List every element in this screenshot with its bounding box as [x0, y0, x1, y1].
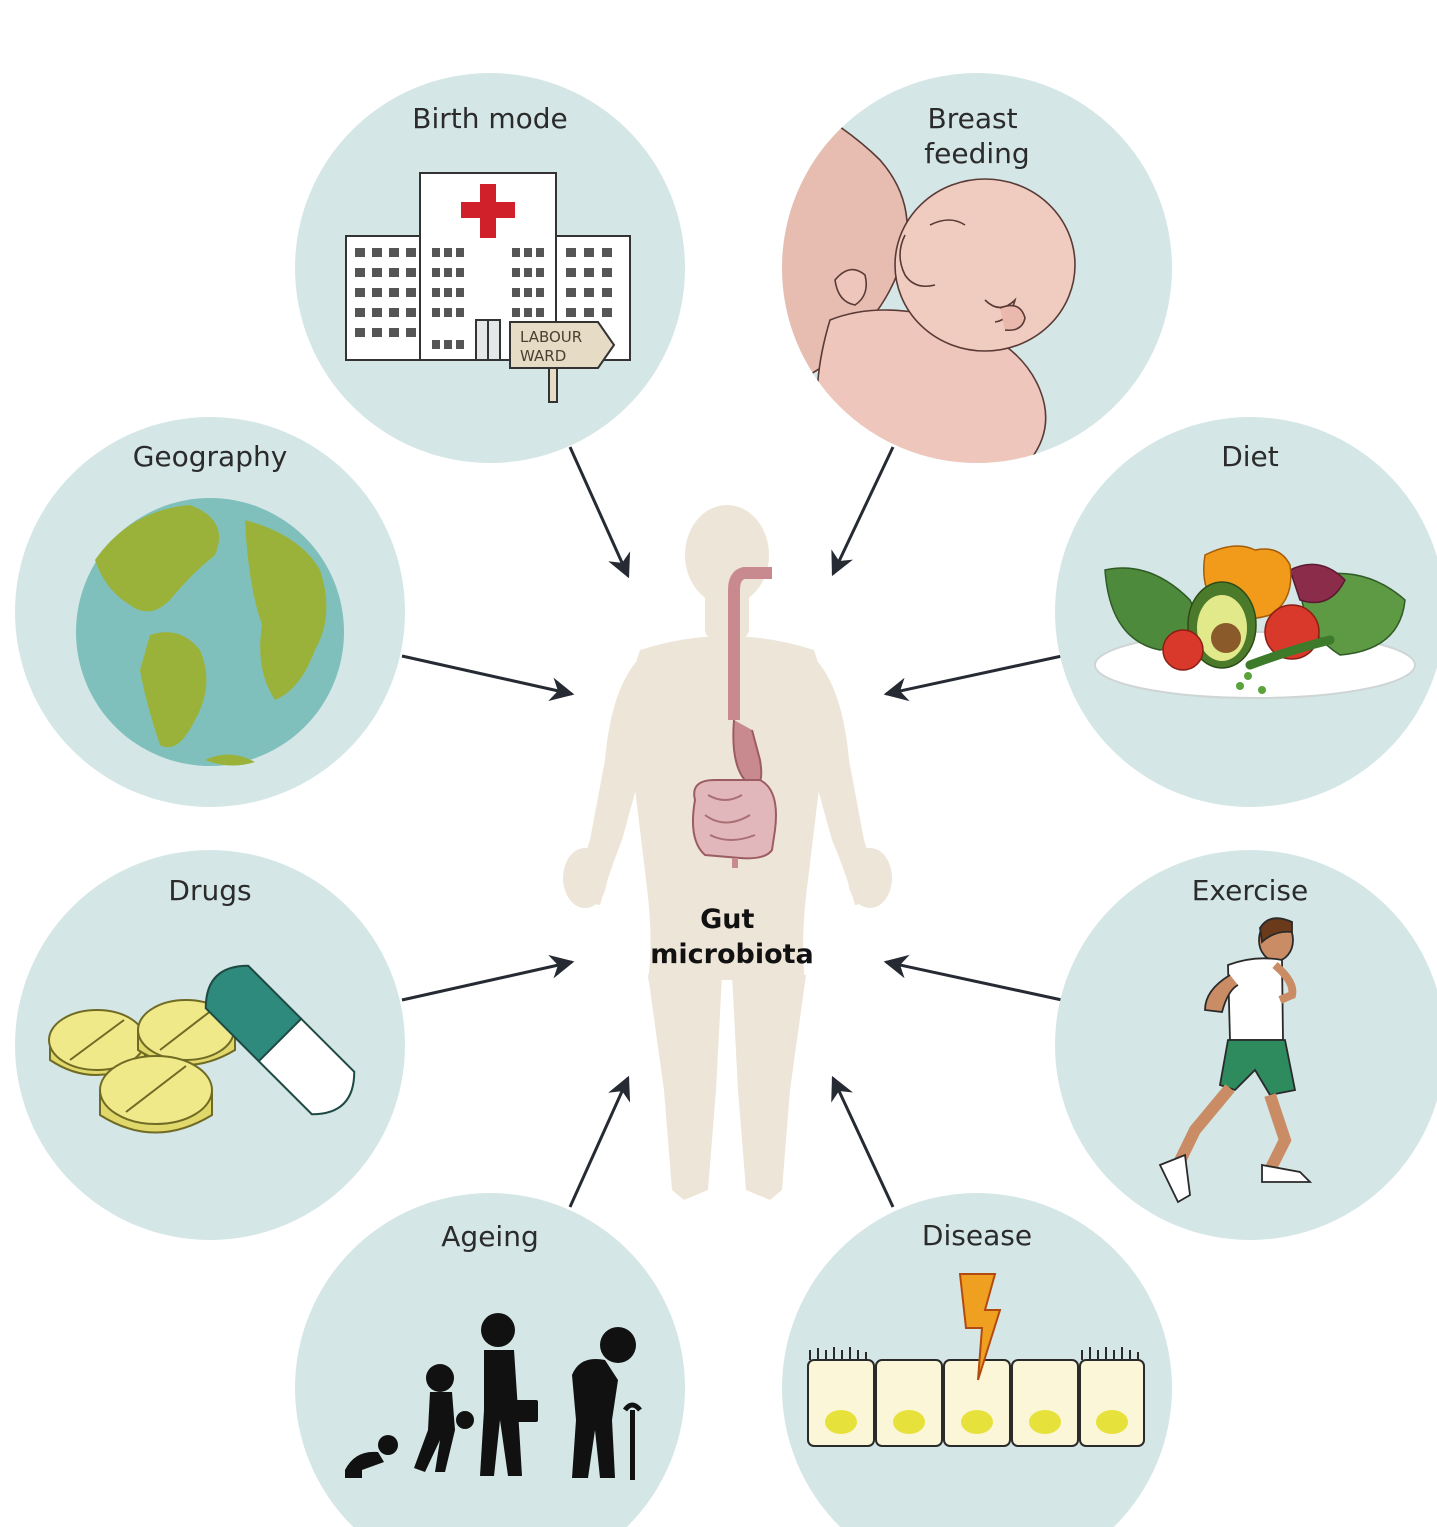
factor-breast-feeding: Breast feeding: [782, 73, 1172, 463]
factor-label: Birth mode: [412, 102, 568, 135]
vegetable-plate-icon: [1094, 545, 1416, 699]
factor-birth-mode: Birth mode: [295, 73, 685, 463]
factor-drugs: Drugs: [15, 850, 405, 1240]
influence-arrows: [401, 446, 1063, 1208]
gut-icon: [692, 567, 777, 868]
factor-label: Geography: [133, 440, 288, 473]
arrow-birth-mode: [568, 446, 631, 579]
arrow-disease: [831, 1075, 895, 1208]
factor-ageing: Ageing: [295, 1193, 685, 1527]
labour-ward-sign: LABOUR WARD: [520, 328, 587, 365]
factor-diet: Diet: [1055, 417, 1437, 807]
factor-label: Breast feeding: [924, 102, 1029, 170]
factor-label: Diet: [1221, 440, 1279, 473]
arrow-exercise: [883, 954, 1063, 1002]
human-body-silhouette: [563, 505, 892, 1200]
factor-label: Ageing: [441, 1220, 538, 1253]
runner-icon: [1158, 917, 1313, 1204]
pills-icon: [48, 964, 356, 1134]
factor-exercise: Exercise: [1055, 850, 1437, 1240]
factor-disease: Disease: [782, 1193, 1172, 1527]
center-label: Gut microbiota: [650, 904, 814, 970]
arrow-geography: [401, 654, 575, 701]
factor-label: Exercise: [1192, 874, 1309, 907]
factor-label: Disease: [922, 1219, 1032, 1252]
factor-geography: Geography: [15, 417, 405, 807]
ageing-silhouettes-icon: [345, 1313, 642, 1480]
hospital-icon: [345, 172, 631, 403]
arrow-breast-feeding: [831, 446, 895, 577]
factor-label: Drugs: [168, 874, 251, 907]
damaged-epithelium-icon: [807, 1273, 1145, 1447]
arrow-diet: [883, 654, 1063, 702]
arrow-drugs: [401, 955, 575, 1002]
globe-icon: [76, 498, 344, 766]
arrow-ageing: [568, 1075, 631, 1208]
